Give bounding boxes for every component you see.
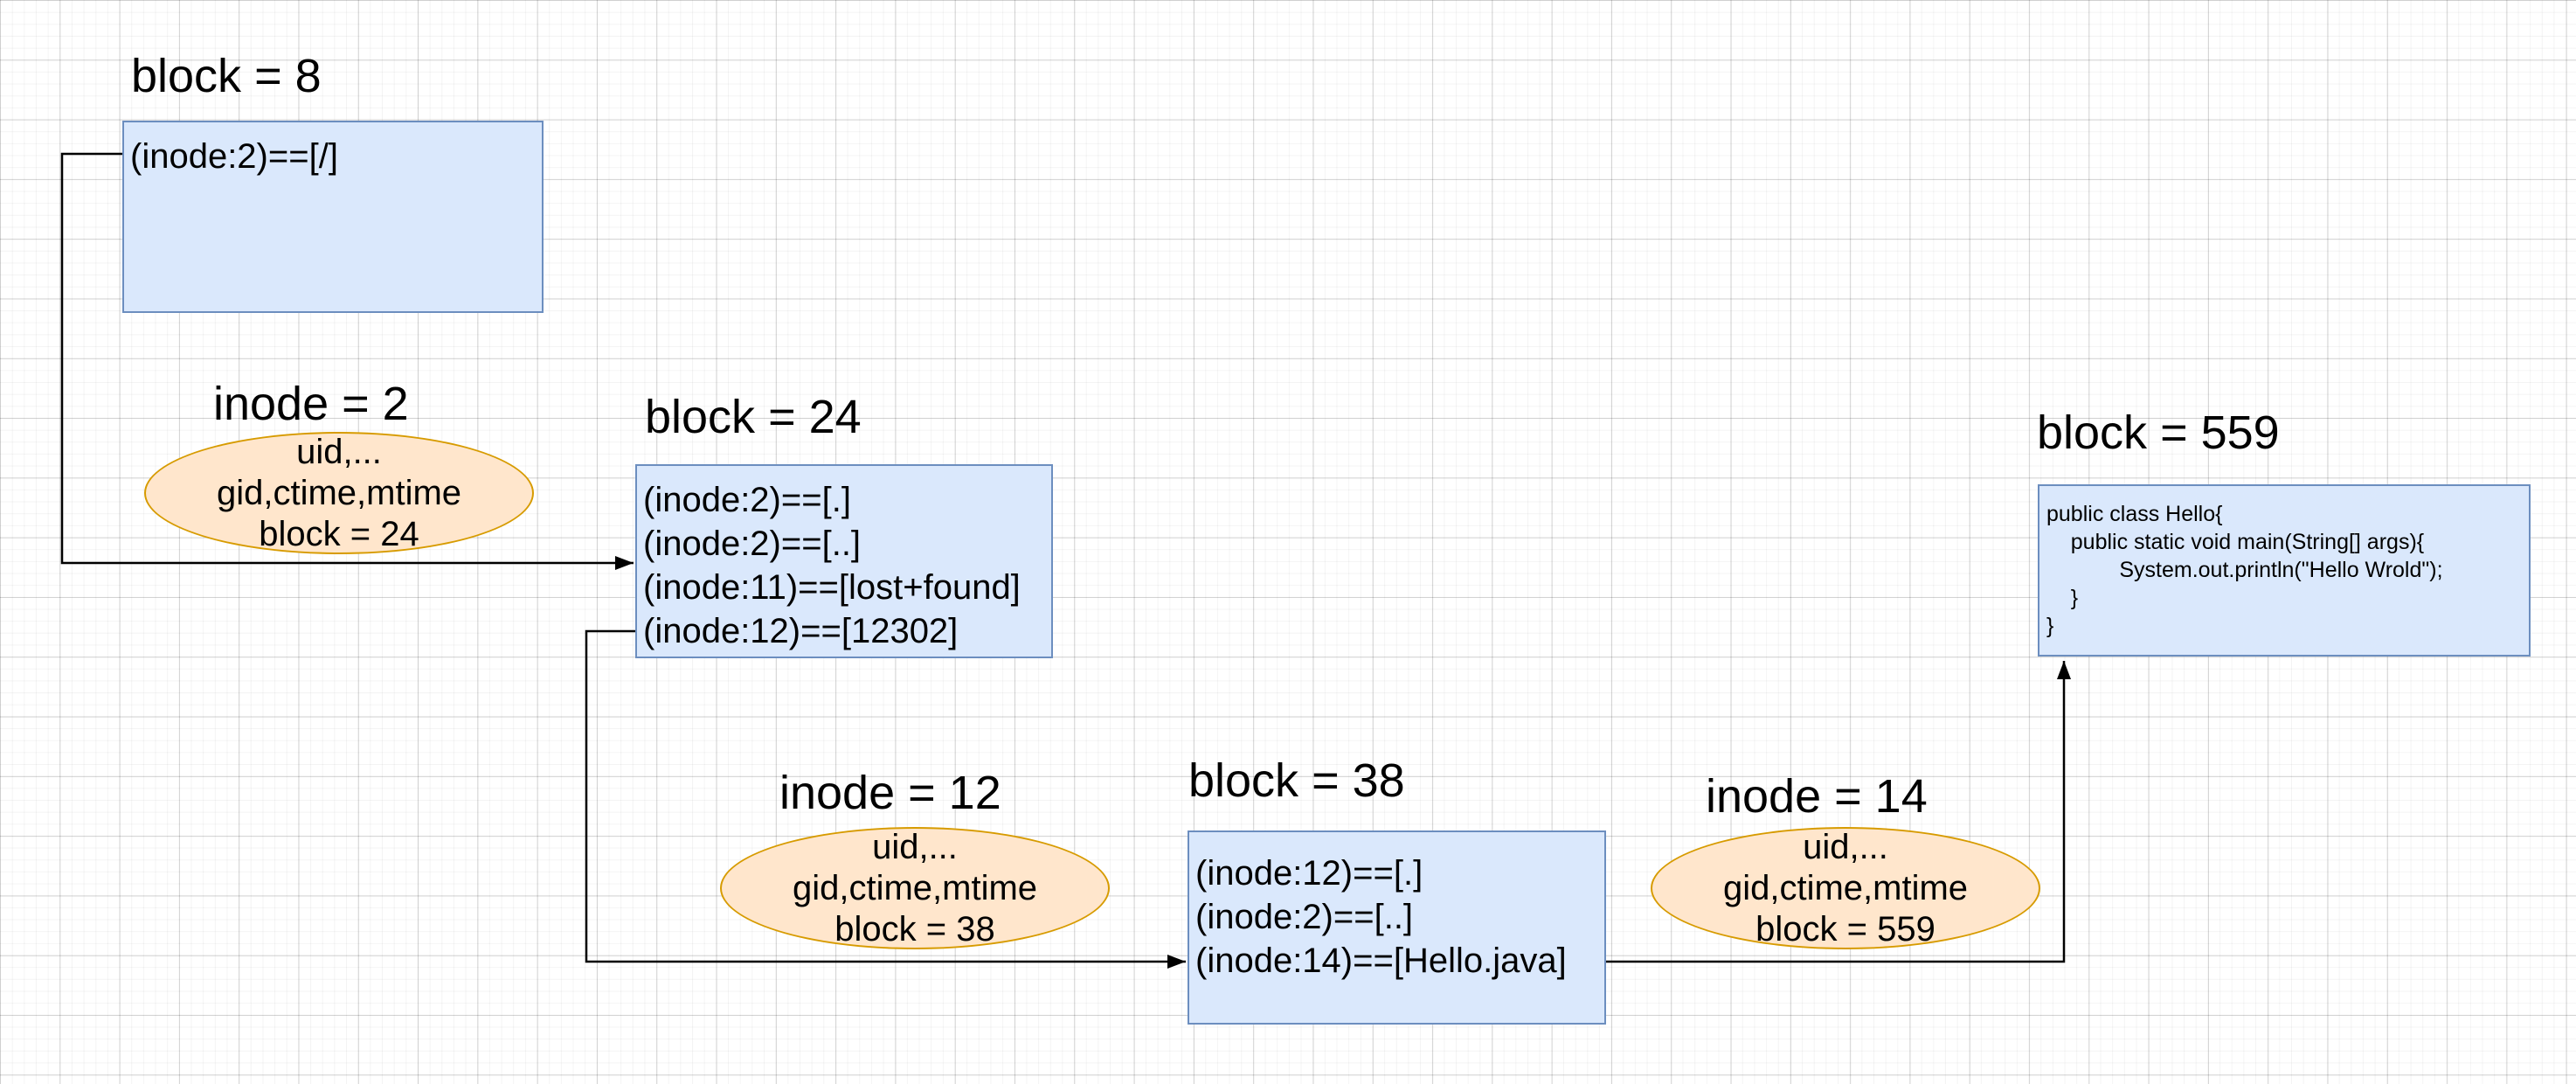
inode-attr-line: gid,ctime,mtime	[216, 473, 462, 512]
dirent-line: (inode:2)==[/]	[130, 137, 338, 176]
inode-attr-line: block = 38	[834, 909, 995, 948]
shape-block-559[interactable]: public class Hello{ public static void m…	[2038, 484, 2531, 657]
shape-block-24[interactable]: (inode:2)==[.] (inode:2)==[..] (inode:11…	[635, 464, 1053, 658]
dirent-line: (inode:14)==[Hello.java]	[1195, 942, 1567, 980]
title-block-8[interactable]: block = 8	[131, 50, 322, 102]
shape-inode-2[interactable]: uid,... gid,ctime,mtime block = 24	[144, 432, 534, 554]
title-inode-12[interactable]: inode = 12	[779, 767, 1001, 819]
title-inode-2[interactable]: inode = 2	[213, 378, 409, 430]
code-line: System.out.println("Hello Wrold");	[2046, 558, 2443, 582]
dirent-line: (inode:11)==[lost+found]	[643, 568, 1021, 607]
shape-block-38[interactable]: (inode:12)==[.] (inode:2)==[..] (inode:1…	[1188, 830, 1606, 1025]
connector-block8-to-block24[interactable]	[60, 152, 634, 570]
dirent-line: (inode:12)==[.]	[1195, 854, 1423, 893]
shape-block-8[interactable]: (inode:2)==[/]	[122, 121, 544, 313]
dirent-line: (inode:2)==[..]	[643, 525, 862, 563]
inode-attr-line: block = 559	[1755, 909, 1935, 948]
title-block-559[interactable]: block = 559	[2037, 406, 2280, 459]
dirent-line: (inode:12)==[12302]	[643, 612, 959, 650]
inode-attr-line: gid,ctime,mtime	[1722, 868, 1969, 907]
title-block-38[interactable]: block = 38	[1188, 754, 1405, 807]
dirent-line: (inode:2)==[..]	[1195, 898, 1414, 936]
inode-attr-line: uid,...	[296, 432, 382, 471]
title-inode-14[interactable]: inode = 14	[1706, 770, 1928, 823]
inode-attr-line: gid,ctime,mtime	[792, 868, 1038, 907]
code-line: }	[2046, 614, 2054, 638]
connector-block38-to-block559[interactable]	[1606, 661, 2071, 963]
code-line: public static void main(String[] args){	[2046, 530, 2425, 554]
inode-attr-line: block = 24	[259, 514, 419, 553]
inode-attr-line: uid,...	[872, 827, 958, 866]
connector-block24-to-block38[interactable]	[585, 629, 1186, 969]
shape-inode-14[interactable]: uid,... gid,ctime,mtime block = 559	[1651, 827, 2040, 949]
title-block-24[interactable]: block = 24	[645, 391, 862, 443]
code-line: }	[2046, 586, 2079, 610]
dirent-line: (inode:2)==[.]	[643, 481, 851, 519]
code-line: public class Hello{	[2046, 502, 2223, 526]
shape-inode-12[interactable]: uid,... gid,ctime,mtime block = 38	[720, 827, 1110, 949]
inode-attr-line: uid,...	[1803, 827, 1888, 866]
